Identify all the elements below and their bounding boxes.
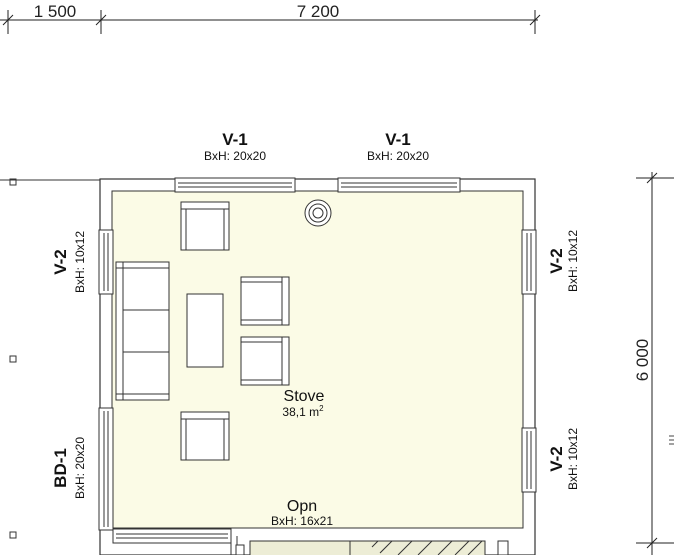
window-size-top-left: BxH: 20x20 xyxy=(204,149,266,163)
door-bd1-left[interactable] xyxy=(98,407,114,531)
door-tag-left: BD-1 xyxy=(51,448,70,488)
window-size-right-upper: BxH: 10x12 xyxy=(566,230,580,292)
dimension-label-left: 1 500 xyxy=(34,2,77,21)
grip-handle-icon-top[interactable] xyxy=(9,178,17,186)
right-dimension-line xyxy=(636,172,674,555)
window-v2-right-upper[interactable] xyxy=(521,229,537,295)
door-size-left: BxH: 20x20 xyxy=(73,437,87,499)
window-tag-right-lower: V-2 xyxy=(547,446,566,472)
window-v2-left[interactable] xyxy=(98,229,114,295)
window-size-top-right: BxH: 20x20 xyxy=(367,149,429,163)
window-v1-right[interactable] xyxy=(337,177,461,193)
window-v1-left[interactable] xyxy=(174,177,296,193)
partial-tick-marks xyxy=(669,435,674,445)
opening-bottom[interactable] xyxy=(112,528,245,555)
dimension-label-right: 6 000 xyxy=(633,339,652,382)
grip-handle-icon-bottom[interactable] xyxy=(9,531,17,539)
window-size-left: BxH: 10x12 xyxy=(73,231,87,293)
window-tag-top-left: V-1 xyxy=(222,130,248,149)
window-v2-right-lower[interactable] xyxy=(521,427,537,493)
armchair-icon-right-lower[interactable] xyxy=(240,336,290,386)
coffee-table-icon[interactable] xyxy=(186,293,224,368)
window-tag-top-right: V-1 xyxy=(385,130,411,149)
sofa-icon[interactable] xyxy=(115,261,170,401)
stove-icon[interactable] xyxy=(304,199,332,227)
opening-tag-bottom: Opn xyxy=(287,498,317,515)
window-tag-right-upper: V-2 xyxy=(547,248,566,274)
window-tag-left: V-2 xyxy=(51,249,70,275)
armchair-icon-bottom[interactable] xyxy=(180,411,230,461)
floor-area xyxy=(111,190,524,529)
armchair-icon-right-upper[interactable] xyxy=(240,276,290,326)
armchair-icon-top[interactable] xyxy=(180,201,230,251)
opening-size-bottom: BxH: 16x21 xyxy=(271,514,333,528)
stair-icon xyxy=(249,540,509,555)
window-size-right-lower: BxH: 10x12 xyxy=(566,428,580,490)
grip-handles[interactable] xyxy=(9,178,17,539)
top-dimension-line xyxy=(0,10,541,34)
grip-handle-icon-middle[interactable] xyxy=(9,355,17,363)
room-area: 38,1 m2 xyxy=(282,404,324,419)
room-name: Stove xyxy=(284,388,325,405)
dimension-label-main: 7 200 xyxy=(297,2,340,21)
